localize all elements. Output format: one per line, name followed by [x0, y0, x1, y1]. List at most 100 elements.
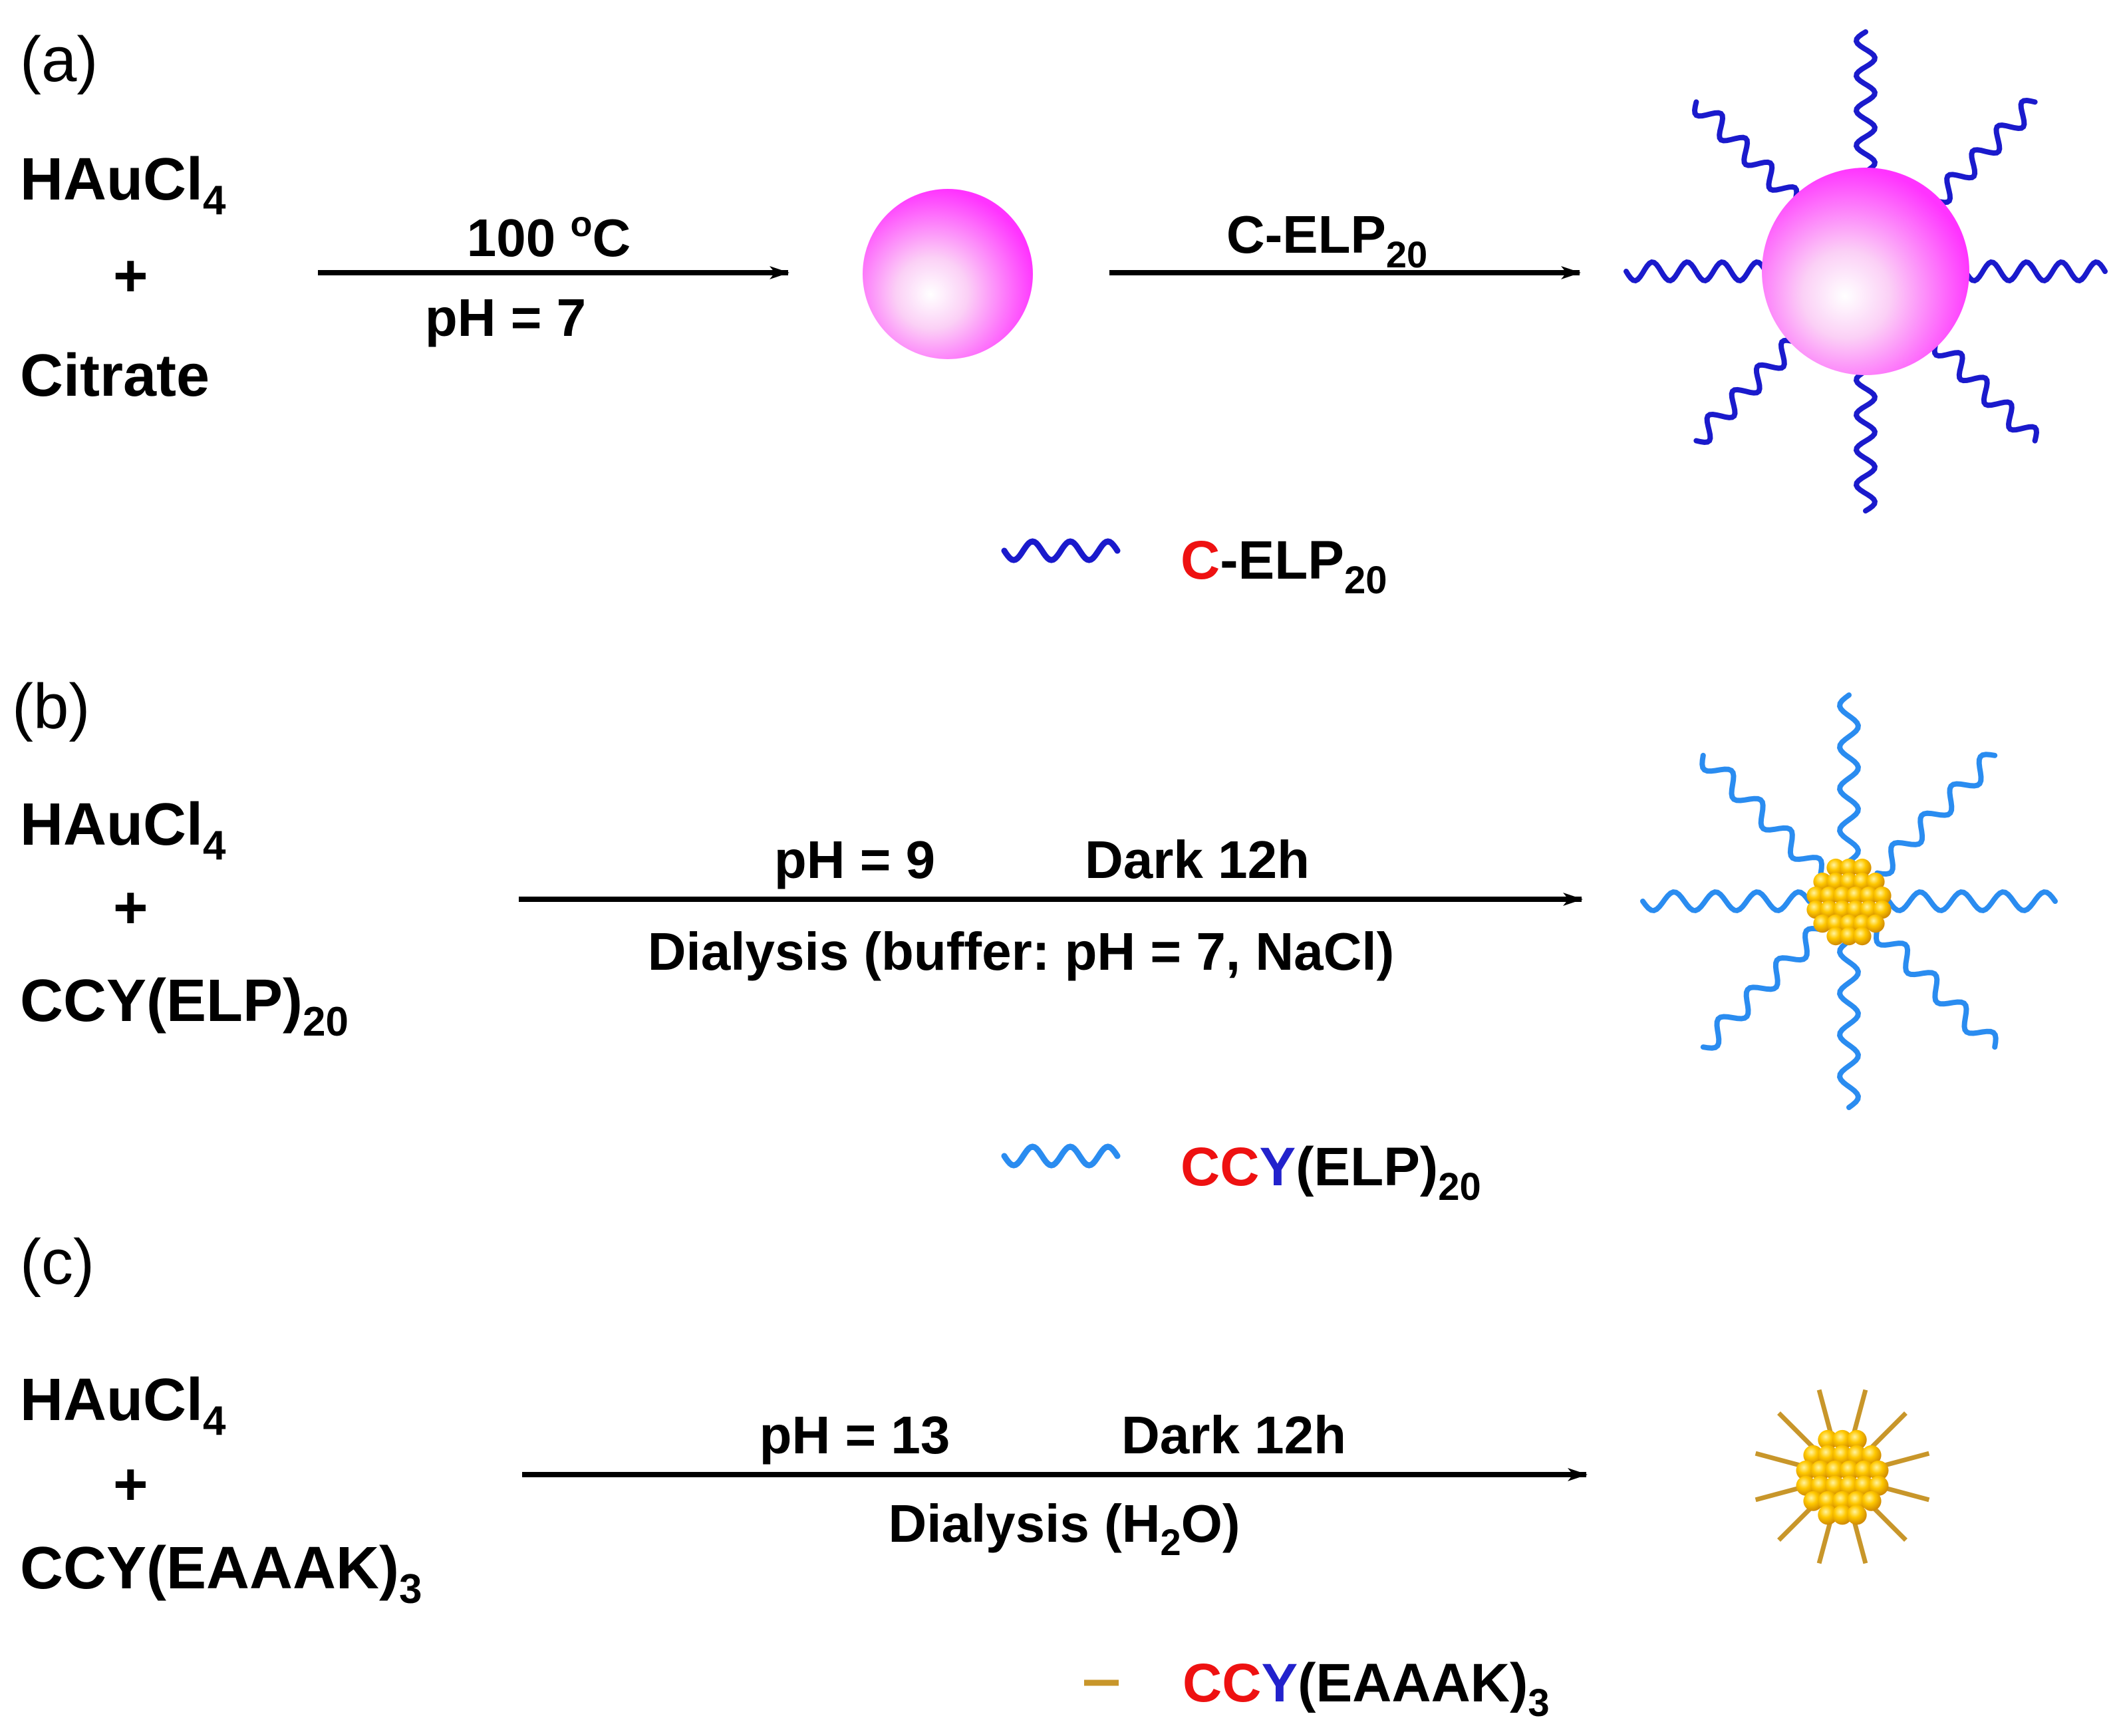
- panel-b-cond-dialysis: Dialysis (buffer: pH = 7, NaCl): [648, 922, 1394, 981]
- gold-atom-bead: [1840, 872, 1858, 891]
- gold-atom-bead: [1833, 886, 1852, 905]
- gold-atom-bead: [1832, 1445, 1852, 1465]
- gold-atom-bead: [1860, 900, 1878, 919]
- panel-a-arrow-2-top: C-ELP20: [1226, 205, 1427, 275]
- elp-chains-dark: [1624, 29, 2108, 513]
- panel-b-label: (b): [12, 671, 90, 742]
- elp-chain-dark: [1933, 97, 2038, 206]
- gold-atom-bead: [1810, 1460, 1831, 1481]
- eaaak-ligand-line: [1816, 1389, 1834, 1439]
- gold-atom-bead: [1820, 886, 1838, 905]
- gold-atom-bead: [1866, 914, 1885, 933]
- eaaak-ligand-line: [1777, 1503, 1816, 1542]
- gold-atom-bead: [1853, 914, 1872, 933]
- panel-b-cond-dark: Dark 12h: [1085, 830, 1310, 889]
- elp-chain-light: [1640, 889, 1812, 914]
- gold-atom-bead: [1826, 858, 1845, 877]
- gold-atom-bead: [1853, 872, 1872, 891]
- gold-atom-bead: [1825, 1475, 1846, 1496]
- gold-atom-bead: [1846, 1491, 1867, 1511]
- gold-atom-bead: [1832, 1505, 1852, 1525]
- elp-chain-dark: [1853, 368, 1878, 513]
- legend-ccy-elp20-label: CCY(ELP)20: [1181, 1137, 1481, 1209]
- gold-atom-bead: [1806, 900, 1825, 919]
- panel-c-cond-dialysis: Dialysis (H2O): [888, 1494, 1240, 1563]
- elp-chain-light: [1874, 752, 1998, 877]
- gold-nanocluster-c: [1796, 1429, 1889, 1525]
- eaaak-ligands: [1755, 1389, 1930, 1564]
- legend-ccy-eaaak3-label: CCY(EAAAK)3: [1183, 1653, 1550, 1725]
- gold-atom-bead: [1825, 1460, 1846, 1481]
- gold-atom-bead: [1840, 1475, 1860, 1496]
- eaaak-ligand-line: [1880, 1451, 1930, 1469]
- gold-atom-bead: [1826, 872, 1845, 891]
- legend-c-elp20-wave-icon: [1001, 538, 1121, 563]
- gold-atom-bead: [1810, 1475, 1831, 1496]
- gold-atom-bead: [1818, 1429, 1838, 1450]
- elp-chain-light: [1699, 752, 1825, 876]
- gold-atom-bead: [1818, 1445, 1838, 1465]
- panel-c-reactant-haucl4: HAuCl4: [20, 1367, 226, 1444]
- panel-c-reactant-ccy-eaaak3: CCY(EAAAK)3: [20, 1535, 422, 1612]
- gold-atom-bead: [1861, 1445, 1882, 1465]
- gold-atom-bead: [1853, 927, 1872, 946]
- panel-a-arrow-1-bottom: pH = 7: [425, 288, 586, 347]
- gold-atom-bead: [1868, 1460, 1889, 1481]
- gold-atom-bead: [1840, 858, 1858, 877]
- eaaak-ligand-line: [1755, 1485, 1804, 1503]
- gold-atom-bead: [1803, 1445, 1824, 1465]
- elp-chain-dark: [1853, 29, 1878, 174]
- elp-chain-light: [1836, 939, 1862, 1110]
- gold-atom-bead: [1832, 1429, 1852, 1450]
- gold-atom-bead: [1854, 1475, 1874, 1496]
- gold-atom-bead: [1846, 900, 1865, 919]
- elp-chain-dark: [1963, 259, 2108, 284]
- gold-atom-bead: [1833, 900, 1852, 919]
- gold-atom-bead: [1840, 1460, 1860, 1481]
- elp-chain-dark: [1624, 259, 1768, 284]
- panel-a: (a) HAuCl4 + Citrate 100 oC pH = 7 C-ELP…: [20, 24, 2108, 602]
- panel-a-arrow-1-top: 100 oC: [467, 204, 631, 267]
- gold-atom-bead: [1846, 1505, 1867, 1525]
- panel-b: (b) HAuCl4 + CCY(ELP)20 pH = 9 Dark 12h …: [12, 671, 2058, 1209]
- elp-chain-light: [1836, 692, 1862, 864]
- gold-atom-bead: [1806, 886, 1825, 905]
- panel-c: (c) HAuCl4 + CCY(EAAAK)3 pH = 13 Dark 12…: [20, 1227, 1930, 1725]
- gold-nanoparticle: [863, 189, 1033, 359]
- gold-atom-bead: [1796, 1460, 1816, 1481]
- elp-chain-light: [1700, 925, 1824, 1051]
- eaaak-ligand-line: [1880, 1485, 1930, 1503]
- gold-atom-bead: [1820, 900, 1838, 919]
- gold-atom-bead: [1803, 1491, 1824, 1511]
- elp-chain-dark: [1931, 339, 2040, 444]
- panel-c-cond-ph: pH = 13: [760, 1405, 950, 1465]
- panel-a-plus: +: [113, 243, 148, 309]
- gold-atom-bead: [1840, 914, 1858, 933]
- gold-atom-bead: [1860, 886, 1878, 905]
- gold-atom-bead: [1832, 1491, 1852, 1511]
- panel-b-reactant-haucl4: HAuCl4: [20, 792, 226, 869]
- panel-c-label: (c): [20, 1227, 94, 1298]
- gold-atom-bead: [1813, 872, 1832, 891]
- panel-a-reactant-citrate: Citrate: [20, 343, 210, 409]
- eaaak-ligand-line: [1850, 1389, 1868, 1439]
- elp-chain-light: [1873, 927, 1999, 1050]
- panel-a-label: (a): [20, 24, 98, 95]
- gold-atom-bead: [1818, 1491, 1838, 1511]
- gold-atom-bead: [1873, 900, 1892, 919]
- elp-chains-light: [1640, 692, 2058, 1110]
- gold-atom-bead: [1813, 914, 1832, 933]
- panel-c-plus: +: [113, 1451, 148, 1518]
- gold-atom-bead: [1868, 1475, 1889, 1496]
- gold-atom-bead: [1846, 1429, 1867, 1450]
- legend-ccy-elp20-wave-icon: [1001, 1143, 1121, 1169]
- gold-atom-bead: [1866, 872, 1885, 891]
- gold-atom-bead: [1846, 886, 1865, 905]
- elp-chain-light: [1886, 889, 2058, 914]
- elp-chain-dark: [1691, 99, 1800, 204]
- panel-b-cond-ph: pH = 9: [774, 830, 935, 889]
- elp-coated-nanoparticle: [1762, 168, 1969, 375]
- panel-a-reactant-haucl4: HAuCl4: [20, 146, 226, 223]
- eaaak-ligand-line: [1755, 1451, 1804, 1469]
